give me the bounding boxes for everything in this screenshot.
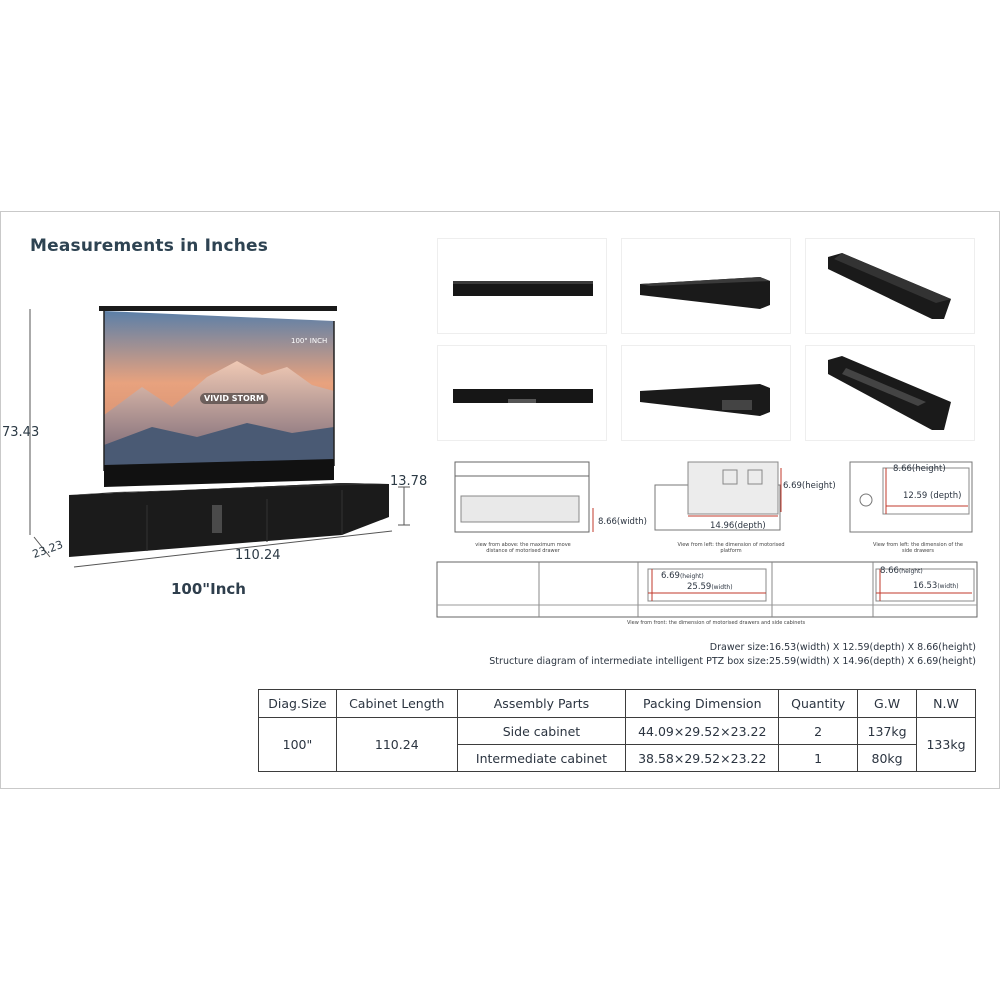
screen-size-label: 100" INCH xyxy=(291,337,328,345)
cell-quantity: 2 xyxy=(778,717,859,745)
table-row: 100" 110.24 Side cabinet 44.09×29.52×23.… xyxy=(258,717,976,772)
cell-packing: 38.58×29.52×23.22 xyxy=(625,744,780,772)
header-cabinet-length: Cabinet Length xyxy=(335,689,458,718)
front-right-height: 8.66(height) xyxy=(880,566,923,576)
brand-logo: VIVID STORM xyxy=(200,393,268,404)
cell-net-weight: 133kg xyxy=(916,717,976,772)
front-view-diagram xyxy=(436,561,978,619)
platform-side-diagram xyxy=(653,460,788,535)
front-view-caption: View from front: the dimension of motori… xyxy=(626,620,806,626)
drawer-caption: View from left: the dimension of the sid… xyxy=(873,542,963,554)
front-right-width-unit: (width) xyxy=(937,583,959,590)
front-mid-height: 6.69(height) xyxy=(661,571,704,581)
cabinet-platform-open-thumbnail xyxy=(805,345,975,441)
drawer-size-note: Drawer size:16.53(width) X 12.59(depth) … xyxy=(709,642,976,653)
front-mid-width-value: 25.59 xyxy=(687,582,712,592)
header-gross-weight: G.W xyxy=(857,689,918,718)
cabinet-drawer-open-thumbnail xyxy=(621,345,791,441)
product-illustration xyxy=(22,295,442,585)
height-dimension: 73.43 xyxy=(2,425,40,440)
header-assembly-parts: Assembly Parts xyxy=(456,689,627,718)
top-view-diagram xyxy=(453,460,603,535)
screen-inch-label: 100"Inch xyxy=(171,580,246,598)
table-header-row: Diag.Size Cabinet Length Assembly Parts … xyxy=(258,689,976,718)
header-packing-dimension: Packing Dimension xyxy=(625,689,780,718)
side-drawer-diagram xyxy=(848,460,976,535)
drawer-height-label: 8.66(height) xyxy=(893,464,946,474)
cell-cabinet-length: 110.24 xyxy=(335,717,458,772)
front-right-width-value: 16.53 xyxy=(913,581,938,591)
specification-table: Diag.Size Cabinet Length Assembly Parts … xyxy=(258,689,976,772)
cabinet-drawer-front-thumbnail xyxy=(437,345,607,441)
width-dimension: 110.24 xyxy=(235,548,281,563)
ptz-box-note: Structure diagram of intermediate intell… xyxy=(489,656,976,667)
top-view-caption: view from above: the maximum move distan… xyxy=(475,542,571,554)
top-view-width-label: 8.66(width) xyxy=(598,517,647,527)
cell-quantity: 1 xyxy=(778,744,859,772)
page-title: Measurements in Inches xyxy=(30,236,269,256)
front-mid-width-unit: (width) xyxy=(711,584,733,591)
cell-part: Intermediate cabinet xyxy=(456,744,627,772)
cell-part: Side cabinet xyxy=(456,717,627,745)
cell-packing: 44.09×29.52×23.22 xyxy=(625,717,780,745)
cabinet-height-dimension: 13.78 xyxy=(390,474,428,489)
cell-gross-weight: 80kg xyxy=(857,744,918,772)
cabinet-angled-view-thumbnail xyxy=(621,238,791,334)
front-mid-height-value: 6.69 xyxy=(661,571,680,581)
cell-diag-size: 100" xyxy=(258,717,337,772)
drawer-depth-label: 12.59 (depth) xyxy=(903,491,962,501)
table-row: Intermediate cabinet 38.58×29.52×23.22 1… xyxy=(259,744,976,772)
cabinet-top-angle-thumbnail xyxy=(805,238,975,334)
front-mid-width: 25.59(width) xyxy=(687,582,733,592)
header-diag-size: Diag.Size xyxy=(258,689,337,718)
platform-depth-label: 14.96(depth) xyxy=(710,521,766,531)
front-right-height-value: 8.66 xyxy=(880,566,899,576)
cell-gross-weight: 137kg xyxy=(857,717,918,745)
header-net-weight: N.W xyxy=(916,689,976,718)
platform-height-label: 6.69(height) xyxy=(783,481,836,491)
header-quantity: Quantity xyxy=(778,689,859,718)
front-right-width: 16.53(width) xyxy=(913,581,959,591)
platform-caption: View from left: the dimension of motoris… xyxy=(677,542,785,554)
cabinet-front-view-thumbnail xyxy=(437,238,607,334)
front-right-height-unit: (height) xyxy=(898,568,923,575)
front-mid-height-unit: (height) xyxy=(679,573,704,580)
